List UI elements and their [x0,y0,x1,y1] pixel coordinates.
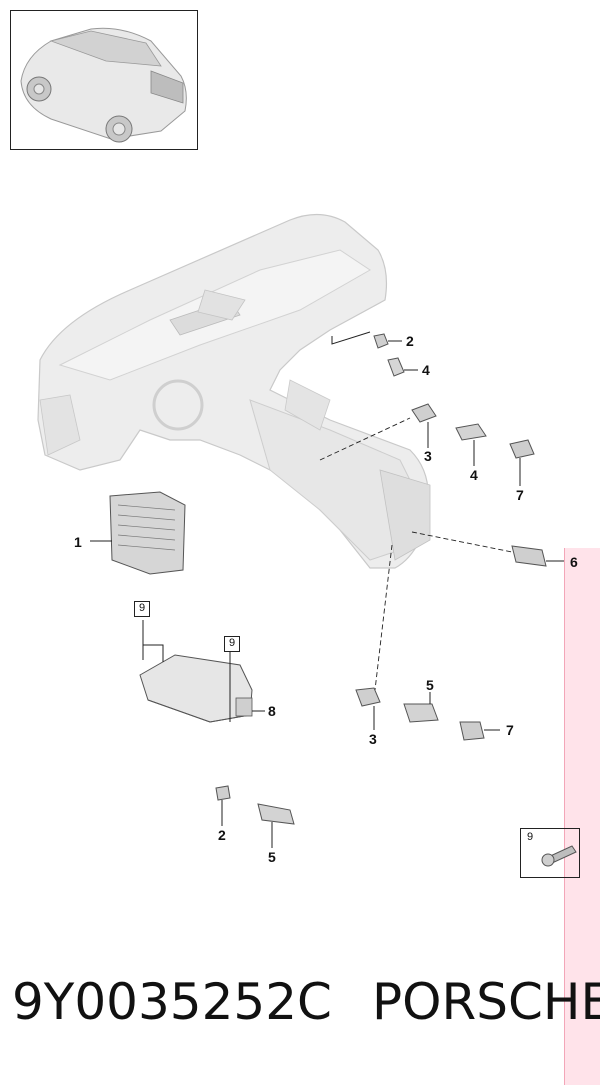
side-highlight-strip [564,548,600,1085]
part-connector-lower[interactable] [355,544,500,741]
part-clip-upper[interactable] [331,331,418,377]
part-module[interactable] [139,620,265,723]
callout-3-lower: 3 [369,731,377,747]
dashboard-assembly [37,213,431,569]
part-control-unit[interactable] [90,491,186,575]
callout-3-upper: 3 [424,448,432,464]
boxed-callout-9-right: 9 [224,636,240,652]
callout-4-upper: 4 [422,362,430,378]
callout-4-mid: 4 [470,467,478,483]
callout-7-lower: 7 [506,722,514,738]
callout-2-upper: 2 [406,333,414,349]
callout-2-lower: 2 [218,827,226,843]
part-number: 9Y0035252C [12,973,332,1031]
vehicle-thumbnail [10,10,198,150]
detail-box-label: 9 [527,831,534,843]
callout-8: 8 [268,703,276,719]
brand-name: PORSCHE [371,973,600,1031]
callout-5-upper: 5 [426,677,434,693]
callout-7-upper: 7 [516,487,524,503]
screw-detail-box: 9 [520,828,580,878]
part-clip-lower[interactable] [215,785,295,848]
car-illustration [20,27,187,143]
callout-5-lower: 5 [268,849,276,865]
part-screw[interactable] [541,845,577,867]
footer-caption: 9Y0035252C PORSCHE [12,972,600,1032]
boxed-callout-9-left: 9 [134,601,150,617]
part-connector-upper[interactable] [319,403,535,486]
part-socket[interactable] [411,531,564,567]
callout-1: 1 [74,534,82,550]
callout-6: 6 [570,554,578,570]
